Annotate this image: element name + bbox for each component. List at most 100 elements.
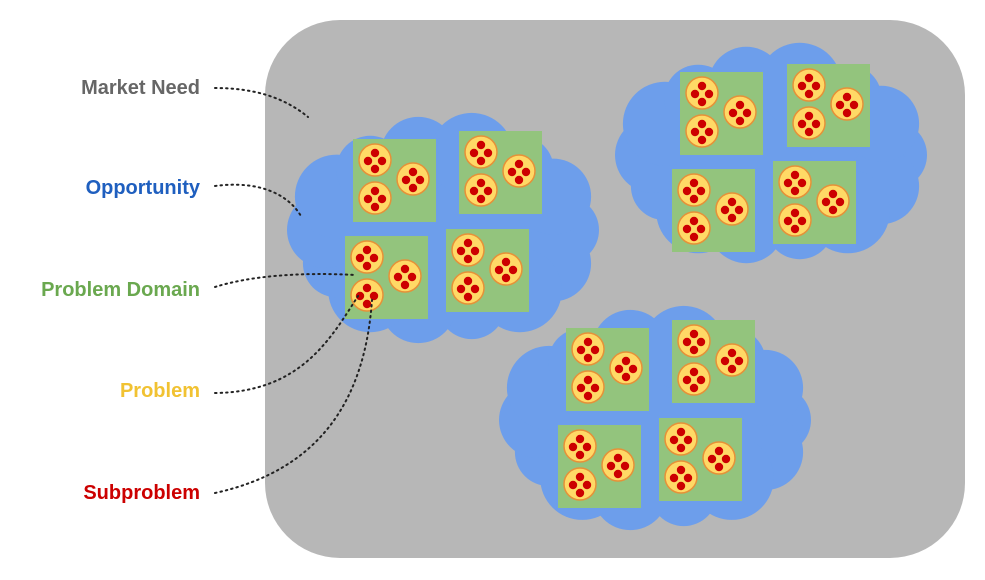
subproblem-dot (727, 197, 737, 207)
subproblem-dot (407, 272, 417, 282)
problem-domain (446, 229, 529, 312)
subproblem-dot (463, 254, 473, 264)
problem (792, 106, 826, 140)
subproblem-dot (797, 216, 807, 226)
problem-circle (358, 143, 392, 177)
subproblem-dot (704, 127, 714, 137)
subproblem-dot (476, 140, 486, 150)
problem (685, 76, 719, 110)
problem-domain (680, 72, 763, 155)
problem-circle (358, 181, 392, 215)
subproblem-dot (456, 246, 466, 256)
subproblem-dot (362, 283, 372, 293)
problem-domain (787, 64, 870, 147)
problem (563, 429, 597, 463)
problem (601, 448, 635, 482)
problem-domain (345, 236, 428, 319)
problem (702, 441, 736, 475)
problem (830, 87, 864, 121)
problem (489, 252, 523, 286)
subproblem-dot (568, 442, 578, 452)
subproblem-dot (400, 280, 410, 290)
problem (723, 95, 757, 129)
subproblem-dot (696, 337, 706, 347)
subproblem-dot (682, 186, 692, 196)
subproblem-dot (697, 135, 707, 145)
problem-circle (677, 173, 711, 207)
subproblem-dot (620, 461, 630, 471)
problem-domain (672, 169, 755, 252)
problem (358, 143, 392, 177)
subproblem-dot (690, 89, 700, 99)
subproblem-dot (696, 224, 706, 234)
subproblem-dot (568, 480, 578, 490)
subproblem-dot (575, 488, 585, 498)
problem-domain (672, 320, 755, 403)
subproblem-dot (721, 454, 731, 464)
subproblem-dot (494, 265, 504, 275)
problem (792, 68, 826, 102)
problem-circle (396, 162, 430, 196)
subproblem-dot (583, 353, 593, 363)
opportunity-cloud (499, 305, 811, 531)
subproblem-dot (690, 127, 700, 137)
subproblem-dot (401, 175, 411, 185)
subproblem-dot (582, 480, 592, 490)
subproblem-dot (613, 469, 623, 479)
subproblem-dot (463, 276, 473, 286)
problem (685, 114, 719, 148)
problem-circle (778, 165, 812, 199)
subproblem-dot (734, 205, 744, 215)
problem-circle (609, 351, 643, 385)
subproblem-dot (363, 194, 373, 204)
subproblem-dot (683, 435, 693, 445)
subproblem-dot (575, 450, 585, 460)
subproblem-dot (804, 73, 814, 83)
subproblem-dot (714, 462, 724, 472)
problem (464, 173, 498, 207)
subproblem-dot (669, 473, 679, 483)
subproblem-dot (689, 232, 699, 242)
problem-circle (778, 203, 812, 237)
subproblem-dot (576, 345, 586, 355)
subproblem-dot (400, 264, 410, 274)
subproblem-dot (508, 265, 518, 275)
subproblem-dot (689, 367, 699, 377)
problem (664, 422, 698, 456)
subproblem-dot (463, 238, 473, 248)
subproblem-dot (682, 224, 692, 234)
subproblem-dot (804, 111, 814, 121)
problem-domain (659, 418, 742, 501)
market-need-leader (214, 87, 309, 118)
problem-domain-label: Problem Domain (41, 279, 200, 301)
subproblem-dot (501, 257, 511, 267)
subproblem-dot (483, 186, 493, 196)
problem-circle (715, 343, 749, 377)
problem (778, 165, 812, 199)
subproblem-dot (742, 108, 752, 118)
subproblem-dot (720, 205, 730, 215)
subproblem-dot (621, 356, 631, 366)
problem (715, 343, 749, 377)
problem (502, 154, 536, 188)
subproblem-leader (214, 299, 373, 494)
problem (816, 184, 850, 218)
problem-circle (563, 467, 597, 501)
subproblem-dot (727, 213, 737, 223)
problem (677, 324, 711, 358)
subproblem-dot (683, 473, 693, 483)
subproblem-dot (590, 383, 600, 393)
subproblem-dot (408, 183, 418, 193)
subproblem-dot (842, 92, 852, 102)
problem (451, 233, 485, 267)
subproblem-dot (696, 375, 706, 385)
subproblem-dot (463, 292, 473, 302)
problem-circle (685, 76, 719, 110)
problem-circle (677, 324, 711, 358)
problem (388, 259, 422, 293)
subproblem-dot (676, 427, 686, 437)
subproblem-dot (697, 81, 707, 91)
subproblem-dot (582, 442, 592, 452)
subproblem-dot (828, 205, 838, 215)
subproblem-dot (790, 186, 800, 196)
